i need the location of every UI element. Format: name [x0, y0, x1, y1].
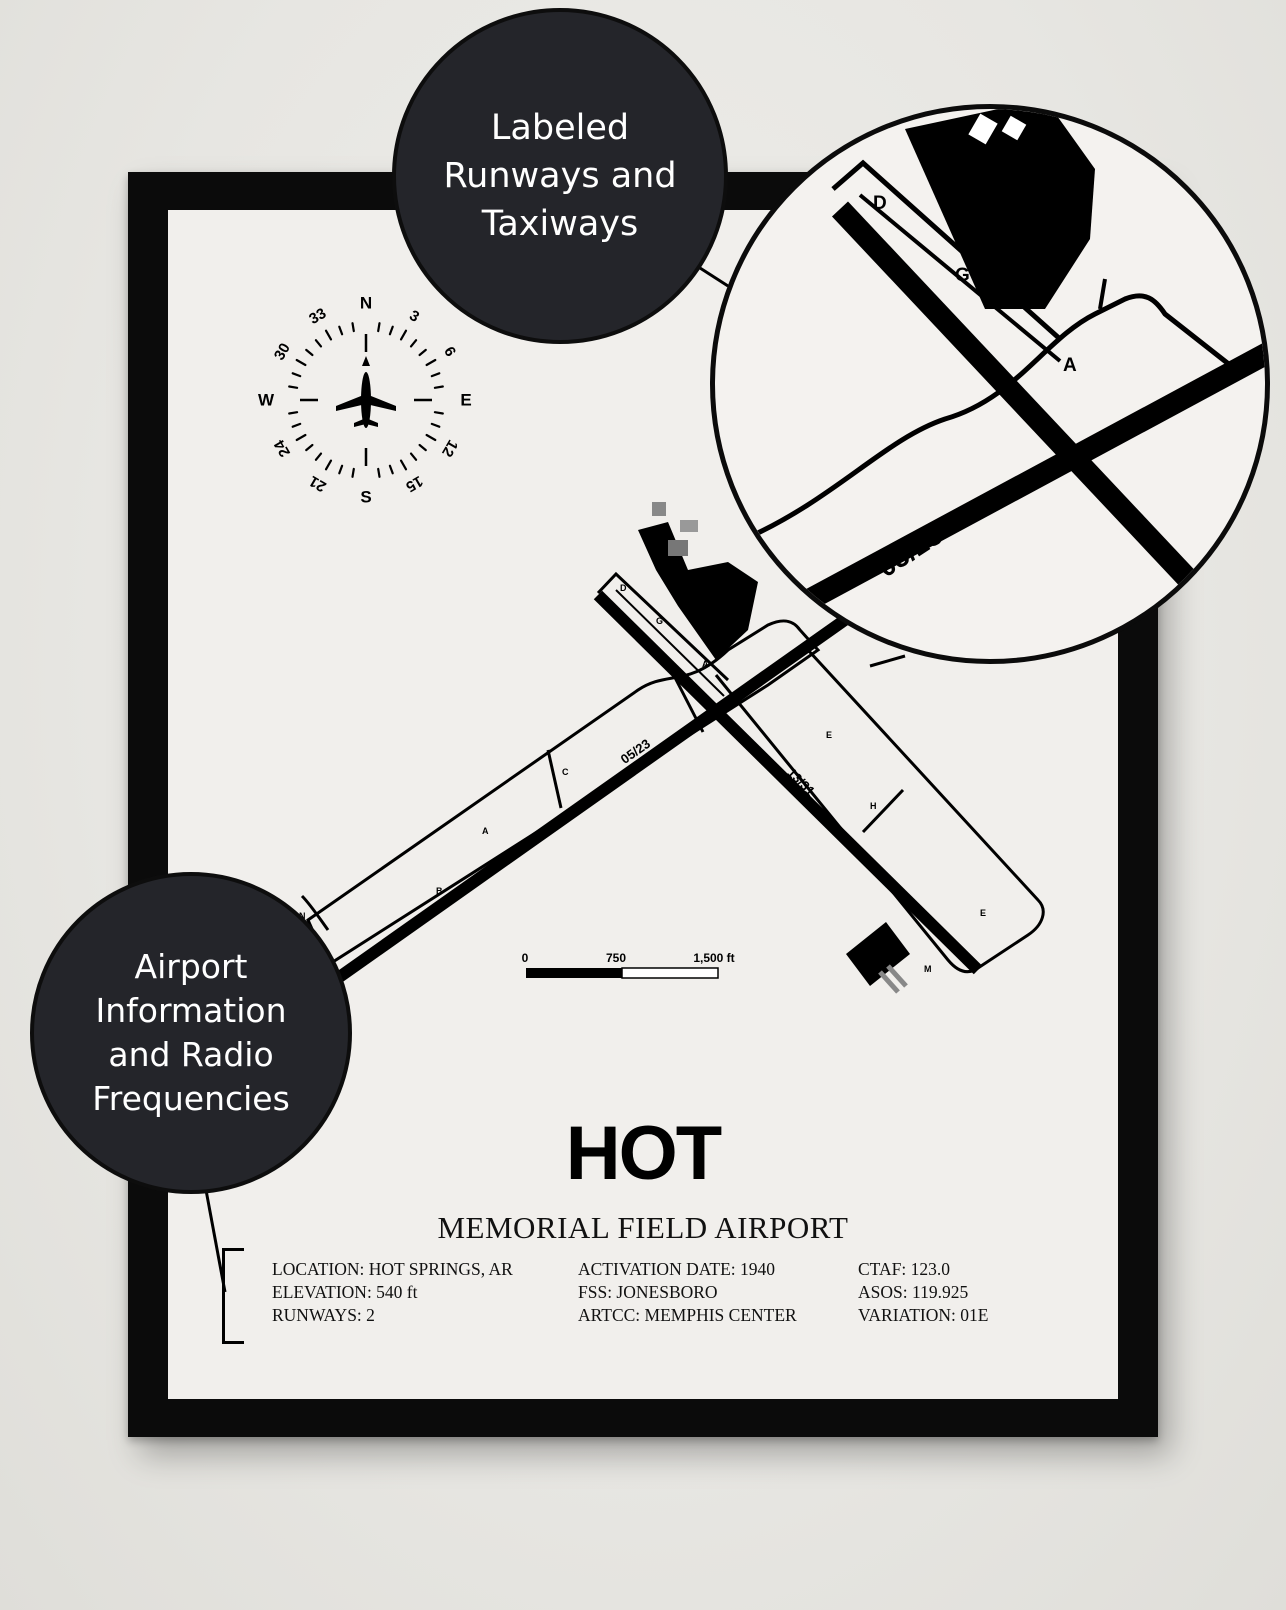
- compass-w: W: [258, 390, 275, 409]
- zoom-taxiway-a: A: [1063, 355, 1077, 376]
- runway-13-31: [593, 590, 983, 975]
- callout-left-line-2: Information: [95, 991, 287, 1030]
- compass-tick: [295, 358, 307, 367]
- info-runways: RUNWAYS: 2: [272, 1305, 375, 1325]
- terminal-apron: [638, 502, 758, 660]
- compass-deg-15: 15: [403, 472, 426, 495]
- taxiway-label-m: M: [924, 964, 932, 974]
- info-bracket: [222, 1248, 244, 1344]
- compass-tick: [351, 322, 355, 333]
- compass-tick: [314, 452, 323, 461]
- callout-left-line-3: and Radio: [108, 1035, 274, 1074]
- compass-tick: [288, 411, 299, 415]
- scale-label-0: 0: [522, 951, 529, 965]
- callout-top-line-3: Taxiways: [481, 204, 639, 244]
- info-variation: VARIATION: 01E: [858, 1305, 989, 1325]
- taxiway-label-b: B: [436, 886, 443, 896]
- compass-tick: [425, 433, 437, 442]
- compass-rose: N E S W 3 6 12 15 21 24 30 33: [258, 293, 472, 506]
- info-artcc: ARTCC: MEMPHIS CENTER: [578, 1305, 797, 1325]
- scale-label-1500: 1,500 ft: [693, 951, 734, 965]
- info-column-3: CTAF: 123.0 ASOS: 119.925 VARIATION: 01E: [858, 1258, 988, 1327]
- compass-tick: [418, 443, 427, 452]
- compass-tick: [430, 372, 441, 378]
- compass-tick: [291, 372, 302, 378]
- zoom-taxiway-d: D: [873, 193, 887, 214]
- compass-tick: [314, 339, 323, 348]
- airplane-icon: [336, 372, 396, 428]
- hangar-building: [846, 922, 910, 994]
- compass-tick: [418, 348, 427, 357]
- compass-s: S: [360, 487, 371, 506]
- compass-tick: [305, 443, 314, 452]
- zoom-taxiway-g: G: [955, 265, 970, 286]
- compass-tick: [399, 459, 408, 471]
- compass-tick: [425, 358, 437, 367]
- compass-tick: [433, 385, 444, 389]
- callout-top-line-1: Labeled: [490, 108, 630, 148]
- info-activation: ACTIVATION DATE: 1940: [578, 1259, 776, 1279]
- scale-bar: 0 750 1,500 ft: [522, 951, 735, 979]
- callout-top-line-2: Runways and: [443, 156, 677, 196]
- compass-tick: [409, 452, 418, 461]
- info-asos: ASOS: 119.925: [858, 1282, 969, 1302]
- compass-deg-33: 33: [306, 305, 329, 328]
- zoom-runway-label: 05/23: [872, 519, 948, 583]
- compass-tick: [305, 348, 314, 357]
- info-column-2: ACTIVATION DATE: 1940 FSS: JONESBORO ART…: [578, 1258, 797, 1327]
- info-fss: FSS: JONESBORO: [578, 1282, 718, 1302]
- north-arrow-icon: [362, 356, 370, 366]
- taxiway-label-a: A: [702, 659, 709, 669]
- airport-name: MEMORIAL FIELD AIRPORT: [437, 1210, 849, 1245]
- compass-tick: [291, 422, 302, 428]
- compass-tick: [433, 411, 444, 415]
- compass-tick: [409, 339, 418, 348]
- info-elevation: ELEVATION: 540 ft: [272, 1282, 418, 1302]
- compass-deg-21: 21: [306, 472, 329, 495]
- taxiway-label-a2: A: [482, 826, 489, 836]
- compass-tick: [288, 385, 299, 389]
- airport-code: HOT: [565, 1111, 722, 1196]
- info-column-1: LOCATION: HOT SPRINGS, AR ELEVATION: 540…: [272, 1258, 513, 1327]
- taxiway-label-e2: E: [980, 908, 986, 918]
- compass-tick: [338, 464, 344, 475]
- compass-tick: [351, 467, 355, 478]
- taxiway-d-outline: [596, 571, 730, 682]
- callout-left-line-1: Airport: [134, 947, 248, 986]
- compass-e: E: [460, 390, 471, 409]
- compass-deg-30: 30: [271, 340, 294, 363]
- info-ctaf: CTAF: 123.0: [858, 1259, 950, 1279]
- compass-tick: [377, 467, 381, 478]
- taxiway-label-g: G: [656, 616, 663, 626]
- poster-mat: N E S W 3 6 12 15 21 24 30 33: [168, 210, 1118, 1399]
- compass-tick: [338, 325, 344, 336]
- compass-deg-24: 24: [271, 436, 294, 460]
- compass-tick: [324, 459, 333, 471]
- compass-tick: [388, 464, 394, 475]
- zoom-magnifier: 05/23 D G A: [710, 104, 1270, 664]
- callout-airport-info: Airport Information and Radio Frequencie…: [30, 872, 352, 1194]
- callout-left-line-4: Frequencies: [92, 1079, 290, 1118]
- compass-tick: [430, 422, 441, 428]
- compass-n: N: [360, 293, 372, 312]
- zoom-detail: 05/23 D G A: [743, 109, 1265, 639]
- callout-runways-taxiways: Labeled Runways and Taxiways: [392, 8, 728, 344]
- compass-tick: [295, 433, 307, 442]
- compass-tick: [377, 322, 381, 333]
- info-location: LOCATION: HOT SPRINGS, AR: [272, 1259, 513, 1279]
- compass-tick: [399, 329, 408, 341]
- taxiway-label-h: H: [870, 801, 877, 811]
- compass-deg-12: 12: [438, 437, 461, 460]
- scale-label-750: 750: [606, 951, 626, 965]
- taxiway-label-e: E: [826, 730, 832, 740]
- compass-tick: [324, 329, 333, 341]
- taxiway-label-d: D: [620, 583, 627, 593]
- taxiway-label-c: C: [562, 767, 569, 777]
- compass-tick: [388, 325, 394, 336]
